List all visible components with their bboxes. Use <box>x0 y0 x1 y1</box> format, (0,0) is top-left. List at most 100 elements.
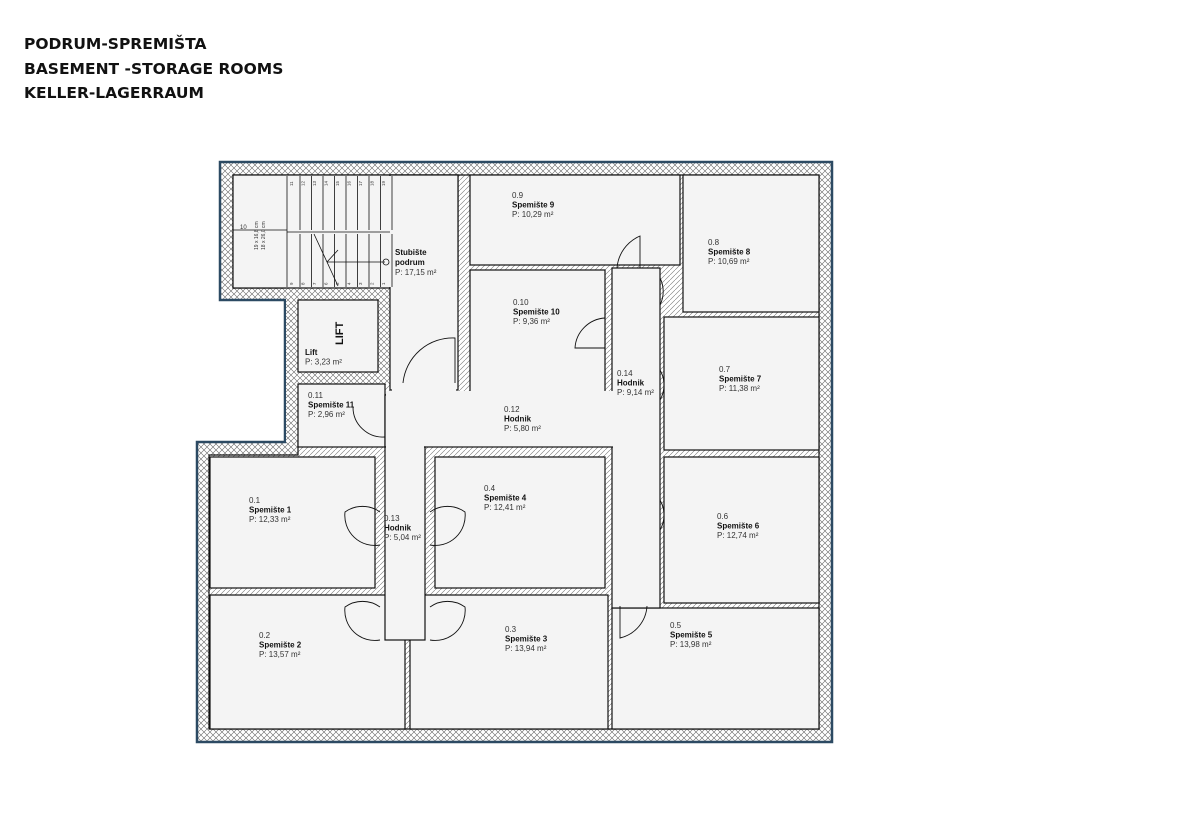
svg-text:P: 17,15 m²: P: 17,15 m² <box>395 268 437 277</box>
room-name: Spemište 7 <box>719 375 762 384</box>
title-german: KELLER-LAGERRAUM <box>24 84 204 102</box>
room-number: 0.6 <box>717 512 729 521</box>
stair-corridor-fill <box>392 176 456 396</box>
stair-lift-wall <box>286 288 390 300</box>
room-area: P: 12,33 m² <box>249 515 291 524</box>
room-spemiste-11 <box>297 383 386 448</box>
room-spemiste-6 <box>663 456 820 604</box>
room-area: P: 3,23 m² <box>305 358 342 367</box>
room-spemiste-8 <box>682 174 820 313</box>
lift-shaft-wall <box>286 300 298 442</box>
room-number: 0.8 <box>708 238 720 247</box>
stair-dimension-1: 19 x 16,8 cm <box>254 221 260 250</box>
room-area: P: 13,94 m² <box>505 644 547 653</box>
room-area: P: 10,29 m² <box>512 210 554 219</box>
room-area: P: 13,57 m² <box>259 650 301 659</box>
room-name: Hodnik <box>384 524 412 533</box>
room-area: P: 12,74 m² <box>717 531 759 540</box>
room-lift <box>297 299 379 373</box>
room-area: P: 2,96 m² <box>308 410 345 419</box>
room-number: 0.7 <box>719 365 731 374</box>
stair-step-number: 9 <box>289 282 294 285</box>
room-area: P: 9,14 m² <box>617 388 654 397</box>
stair-step-number: 3 <box>358 282 363 285</box>
room-name: Hodnik <box>617 379 645 388</box>
room-name: Spemište 4 <box>484 494 527 503</box>
room-spemiste-10 <box>469 269 606 393</box>
room-spemiste-4 <box>434 456 606 589</box>
room-spemiste-9 <box>469 174 681 266</box>
room-number: 0.14 <box>617 369 633 378</box>
stair-step-number: 19 <box>381 180 386 186</box>
stair-step-number: 8 <box>301 282 306 285</box>
room-name: Spemište 11 <box>308 401 355 410</box>
stair-step-number: 1 <box>381 282 386 285</box>
room-number: 0.12 <box>504 405 520 414</box>
stair-step-number: 4 <box>347 282 352 285</box>
stair-step-number: 11 <box>289 181 294 186</box>
room-name: Hodnik <box>504 415 532 424</box>
stair-step-number: 5 <box>335 282 340 285</box>
room-number: 0.1 <box>249 496 261 505</box>
room-label-stubiste: Stubište podrum P: 17,15 m² <box>395 248 437 277</box>
room-name: Spemište 10 <box>513 308 560 317</box>
room-spemiste-3 <box>409 594 609 730</box>
room-name: Spemište 2 <box>259 641 302 650</box>
svg-text:Stubište: Stubište <box>395 248 427 257</box>
stair-step-number: 2 <box>370 282 375 285</box>
stair-step-number: 7 <box>312 282 317 285</box>
stair-dimension-2: 18 x 26,0 cm <box>261 221 267 250</box>
room-number: 0.13 <box>384 514 400 523</box>
room-spemiste-7 <box>663 316 820 451</box>
room-name: Spemište 6 <box>717 522 760 531</box>
room-area: P: 13,98 m² <box>670 640 712 649</box>
room-number: 0.5 <box>670 621 682 630</box>
title-english: BASEMENT -STORAGE ROOMS <box>24 59 284 78</box>
plan-title-block: PODRUM-SPREMIŠTA BASEMENT -STORAGE ROOMS… <box>24 32 283 106</box>
title-croatian: PODRUM-SPREMIŠTA <box>24 35 207 53</box>
stair-step-number: 14 <box>324 180 329 186</box>
room-number: 0.3 <box>505 625 517 634</box>
room-spemiste-1 <box>209 456 376 589</box>
room-number: 0.11 <box>308 391 324 400</box>
room-number: 0.2 <box>259 631 271 640</box>
stair-step-number: 12 <box>301 180 306 186</box>
corridor-fill-a <box>613 269 659 607</box>
room-area: P: 5,80 m² <box>504 424 541 433</box>
room-name: Spemište 9 <box>512 201 555 210</box>
stair-step-number: 16 <box>347 180 352 186</box>
room-name: Spemište 1 <box>249 506 292 515</box>
svg-text:podrum: podrum <box>395 258 425 267</box>
stair-landing-number: 10 <box>240 225 247 231</box>
stair-step-number: 17 <box>358 180 363 186</box>
room-number: 0.9 <box>512 191 524 200</box>
room-area: P: 5,04 m² <box>384 533 421 542</box>
room-area: P: 9,36 m² <box>513 317 550 326</box>
room-spemiste-2 <box>209 594 406 730</box>
lift-side-wall <box>378 300 390 372</box>
room-name: Spemište 3 <box>505 635 548 644</box>
room-area: P: 12,41 m² <box>484 503 526 512</box>
stair-step-number: 18 <box>370 180 375 186</box>
corridor-fill-b <box>386 391 613 446</box>
room-number: 0.10 <box>513 298 529 307</box>
room-name: Spemište 5 <box>670 631 713 640</box>
lift-bottom-wall <box>286 372 390 384</box>
corridor-fill-c <box>386 445 424 639</box>
room-area: P: 11,38 m² <box>719 384 760 393</box>
room-spemiste-5 <box>611 607 820 730</box>
room-name: Spemište 8 <box>708 248 751 257</box>
